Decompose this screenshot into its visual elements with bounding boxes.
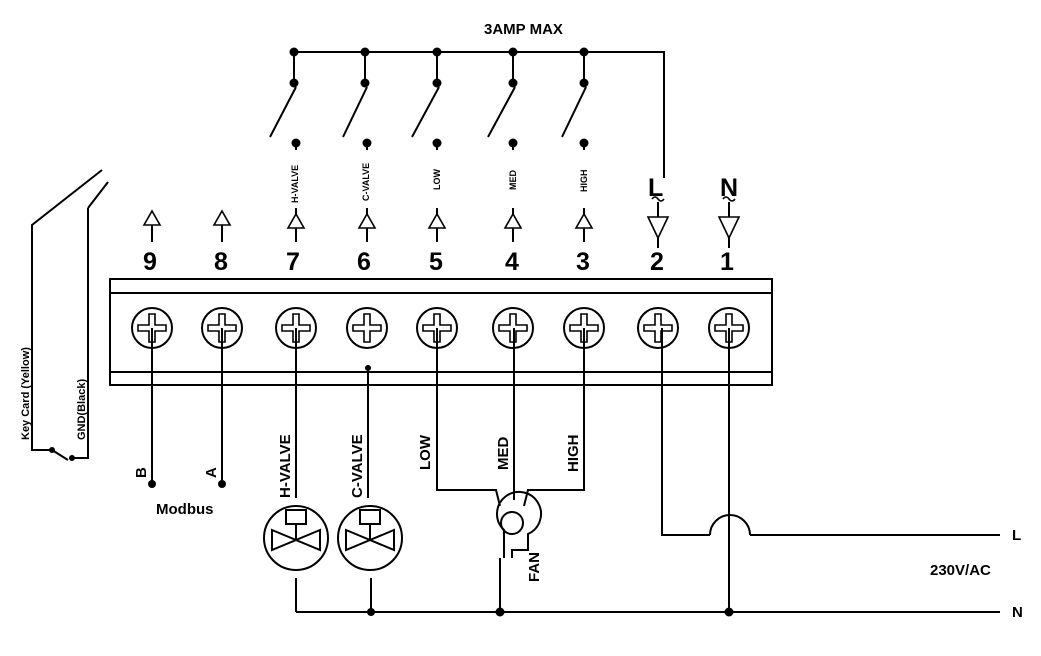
relay-switch-c-valve [342, 86, 368, 138]
high-wire-label: HIGH [565, 435, 582, 473]
relay-label-c-valve: C-VALVE [361, 163, 371, 201]
arrow-up-icon [142, 209, 162, 226]
fan-motor-icon [496, 490, 542, 558]
supply-l-top-label: L [648, 174, 663, 202]
terminal-number-6: 6 [357, 248, 371, 276]
supply-l-label: L [1012, 527, 1021, 544]
relay-switch-h-valve [269, 86, 297, 138]
arrow-up-icon [503, 212, 523, 229]
terminal-screws [131, 307, 750, 349]
terminal-number-4: 4 [505, 248, 519, 276]
relay-contacts [269, 86, 587, 138]
relay-label-h-valve: H-VALVE [290, 165, 300, 203]
relay-common-bus [289, 47, 665, 178]
relay-switch-med [487, 86, 516, 138]
relay-label-high: HIGH [579, 170, 589, 193]
arrow-up-icon [427, 212, 447, 229]
key-card-switch [31, 169, 109, 461]
c-valve-wire-label: C-VALVE [349, 434, 366, 498]
arrow-up-icon [286, 212, 306, 229]
modbus-wires [148, 328, 226, 488]
valve-wires [295, 328, 372, 612]
c-valve-actuator-icon [337, 505, 403, 571]
med-wire-label: MED [495, 437, 512, 471]
arrow-down-icon [717, 216, 741, 240]
terminal-number-7: 7 [286, 248, 300, 276]
fan-label: FAN [526, 552, 543, 582]
supply-voltage-label: 230V/AC [930, 562, 991, 579]
terminal-number-3: 3 [576, 248, 590, 276]
relay-label-low: LOW [432, 169, 442, 190]
modbus-label: Modbus [156, 501, 214, 518]
terminal-screw-icon [346, 307, 388, 349]
terminal-numbers: 9 8 7 6 5 4 3 2 1 [143, 248, 734, 276]
low-wire-label: LOW [417, 434, 434, 470]
relay-label-med: MED [508, 170, 518, 191]
modbus-b-label: B [133, 467, 150, 478]
arrow-up-icon [357, 212, 377, 229]
key-card-label: Key Card (Yellow) [20, 347, 32, 440]
terminal-number-5: 5 [429, 248, 443, 276]
modbus-a-label: A [203, 467, 220, 478]
relay-outputs [286, 138, 594, 242]
h-valve-wire-label: H-VALVE [277, 434, 294, 498]
relay-limit-label: 3AMP MAX [484, 21, 563, 38]
supply-entry: L N [646, 174, 741, 248]
terminal-number-8: 8 [214, 248, 228, 276]
relay-switch-low [411, 86, 440, 138]
terminal-block [109, 278, 773, 386]
fan-wires [436, 328, 585, 507]
terminal-number-2: 2 [650, 248, 664, 276]
gnd-label: GND(Black) [76, 379, 88, 440]
arrow-down-icon [646, 216, 670, 240]
supply-wires [296, 328, 1000, 617]
supply-n-label: N [1012, 604, 1023, 621]
arrow-up-icon [574, 212, 594, 229]
h-valve-actuator-icon [263, 505, 329, 571]
supply-n-top-label: N [720, 174, 738, 202]
terminal-number-9: 9 [143, 248, 157, 276]
relay-switch-high [561, 86, 587, 138]
terminal-number-1: 1 [720, 248, 734, 276]
modbus-input-arrows [142, 209, 232, 242]
arrow-up-icon [212, 209, 232, 226]
terminal-screw-icon [637, 307, 679, 349]
